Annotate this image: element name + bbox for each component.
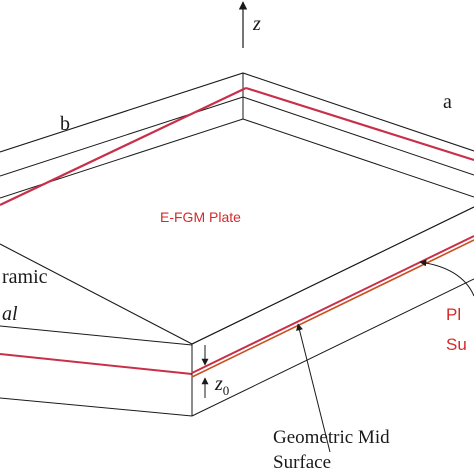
plate-top-back-edge <box>0 72 474 153</box>
plate-name-label: E-FGM Plate <box>160 209 241 225</box>
geometric-mid-label-line2: Surface <box>273 452 331 473</box>
plate-back-right-side-top <box>242 96 474 176</box>
physical-mid-label-line1: Pl <box>446 305 461 324</box>
plate-front-left-bottom <box>0 397 193 417</box>
top-layer-label: ramic <box>2 266 48 288</box>
plate-front-right-bottom <box>191 278 474 417</box>
mid-surface-front-right <box>191 235 474 374</box>
geometric-mid-leader <box>296 323 331 453</box>
plate-back-left-side-top <box>0 96 244 177</box>
z0-main: z <box>214 373 223 395</box>
z0-subscript: 0 <box>223 383 230 398</box>
geometric-mid-label-line1: Geometric Mid <box>273 427 390 448</box>
z0-label: z0 <box>214 373 229 398</box>
plate-front-left-mid <box>0 325 193 346</box>
plate-back-right-side-bottom <box>242 118 474 198</box>
plate-back-left-side-bottom <box>0 118 244 199</box>
mid-surface-front-left <box>0 353 193 375</box>
z-axis-label: z <box>252 13 261 35</box>
bottom-layer-label: al <box>2 303 18 325</box>
plate-top-front-edge <box>0 206 474 345</box>
physical-mid-label-line2: Su <box>446 335 467 354</box>
edge-a-label: a <box>443 91 452 113</box>
physical-mid-leader <box>419 259 474 297</box>
mid-surface-back-right <box>245 86 474 162</box>
physical-mid-surface-front-right <box>191 239 474 378</box>
mid-surface-back-left <box>0 87 247 206</box>
plate-front-right-top <box>191 206 474 345</box>
edge-b-label: b <box>60 113 70 135</box>
